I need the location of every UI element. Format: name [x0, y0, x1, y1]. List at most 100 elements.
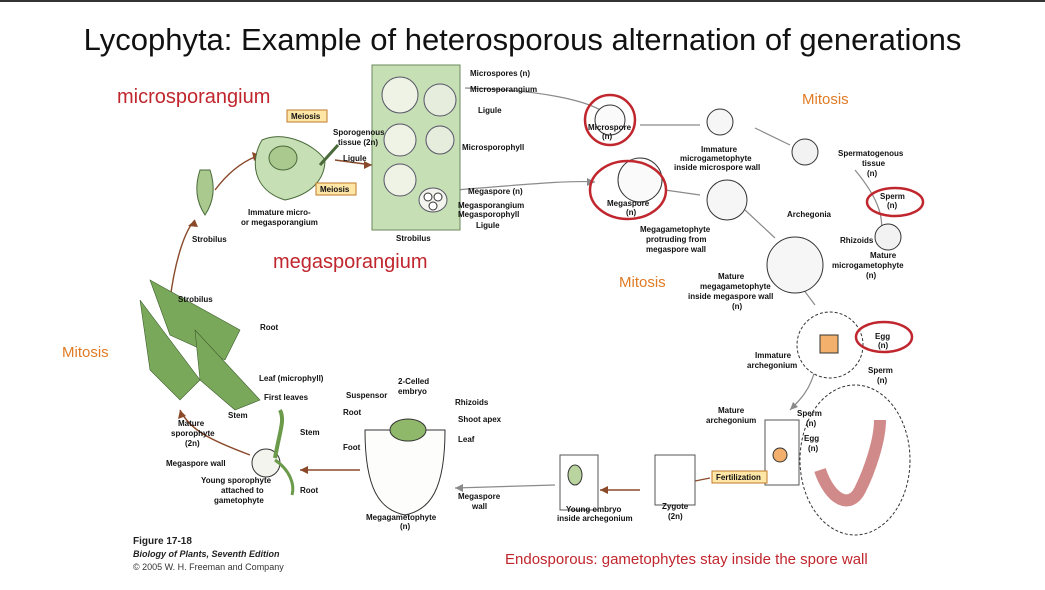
label-megaspore-n2: (n)	[626, 208, 637, 217]
label-sperm-mid: Sperm	[868, 366, 893, 375]
label-shoot-apex: Shoot apex	[458, 415, 502, 424]
label-two-celled-2: embryo	[398, 387, 427, 396]
zygote-cell	[655, 455, 695, 505]
figure-number: Figure 17-18	[133, 536, 192, 547]
label-microspore-n: (n)	[602, 132, 613, 141]
arrow-to-mature-megagametophyte	[745, 210, 775, 238]
label-spermatogenous-2: tissue	[862, 159, 886, 168]
strobilus-section	[372, 65, 460, 230]
label-root-embryo: Root	[343, 408, 362, 417]
endosporous-note: Endosporous: gametophytes stay inside th…	[505, 551, 868, 568]
mature-microgametophyte-cell	[875, 224, 901, 250]
label-mature-archegonium-1: Mature	[718, 406, 745, 415]
label-sporogenous: Sporogenous	[333, 128, 385, 137]
label-strobilus-plant: Strobilus	[178, 295, 213, 304]
annotation-microsporangium: microsporangium	[117, 86, 270, 109]
label-mature-megagametophyte-1: Mature	[718, 272, 745, 281]
label-megaspore-wall-2: wall	[471, 502, 487, 511]
label-sperm-low: Sperm	[797, 409, 822, 418]
arrow-plant-to-strobilus	[170, 220, 195, 300]
label-root-young: Root	[300, 486, 319, 495]
label-ligule-bottom: Ligule	[476, 221, 500, 230]
meiosis-label-1: Meiosis	[291, 112, 321, 121]
megagametophyte-embryo	[365, 419, 445, 515]
label-sperm-mid-n: (n)	[877, 376, 888, 385]
label-strobilus-center: Strobilus	[396, 234, 431, 243]
label-sperm-top-n: (n)	[887, 201, 898, 210]
label-stem-plant: Stem	[228, 411, 248, 420]
label-microsporophyll: Microsporophyll	[462, 143, 524, 152]
spermatogenous-cell	[792, 139, 818, 165]
meiosis-label-2: Meiosis	[320, 185, 350, 194]
label-young-sporophyte-3: gametophyte	[214, 496, 264, 505]
label-archegonia: Archegonia	[787, 210, 832, 219]
mature-megagametophyte-cell	[767, 237, 823, 293]
label-rhizoids-right: Rhizoids	[840, 236, 874, 245]
label-zygote: Zygote	[662, 502, 689, 511]
arrow-to-spermatogenous	[755, 128, 790, 145]
fertilization-label: Fertilization	[716, 473, 761, 482]
immature-microgametophyte-cell	[707, 109, 733, 135]
label-root-plant: Root	[260, 323, 279, 332]
label-young-sporophyte-2: attached to	[221, 486, 264, 495]
label-zygote-n: (2n)	[668, 512, 683, 521]
label-immature-archegonium-2: archegonium	[747, 361, 797, 370]
arrow-to-embryo	[455, 485, 555, 488]
label-leaf-microphyll: Leaf (microphyll)	[259, 374, 324, 383]
label-megagametophyte-3: megaspore wall	[646, 245, 706, 254]
arrow-strobilus-to-sporangium	[215, 155, 260, 190]
label-tissue-2n: tissue (2n)	[338, 138, 378, 147]
label-mature-sporophyte-1: Mature	[178, 419, 205, 428]
annotation-megasporangium: megasporangium	[273, 251, 428, 274]
label-mature-microgametophyte-2: microgametophyte	[832, 261, 904, 270]
label-immature-sporangium-1: Immature micro-	[248, 208, 311, 217]
immature-archegonium	[797, 312, 912, 378]
label-suspensor: Suspensor	[346, 391, 387, 400]
label-strobilus-small: Strobilus	[192, 235, 227, 244]
label-megagametophyte-2: protruding from	[646, 235, 706, 244]
label-megasporangium: Megasporangium	[458, 201, 524, 210]
label-mature-sporophyte-3: (2n)	[185, 439, 200, 448]
label-spermatogenous-1: Spermatogenous	[838, 149, 904, 158]
label-microspore: Microspore	[588, 123, 632, 132]
label-immature-sporangium-2: or megasporangium	[241, 218, 318, 227]
label-megaspore-wall-left: Megaspore wall	[166, 459, 226, 468]
megagametophyte-cell	[707, 180, 747, 220]
label-ligule-top: Ligule	[478, 106, 502, 115]
label-egg-low: Egg	[804, 434, 819, 443]
label-mature-microgametophyte-1: Mature	[870, 251, 897, 260]
label-young-embryo-2: inside archegonium	[557, 514, 633, 523]
label-mature-archegonium-2: archegonium	[706, 416, 756, 425]
label-rhizoids-embryo: Rhizoids	[455, 398, 489, 407]
book-title: Biology of Plants, Seventh Edition	[133, 549, 280, 559]
sperm-enlarged	[800, 385, 910, 535]
label-first-leaves: First leaves	[264, 393, 309, 402]
label-microsporangium: Microsporangium	[470, 85, 537, 94]
arrow-to-megagametophyte	[665, 190, 700, 195]
small-strobilus	[197, 170, 214, 215]
label-two-celled-1: 2-Celled	[398, 377, 429, 386]
label-egg-low-n: (n)	[808, 444, 819, 453]
annotation-mitosis-mid: Mitosis	[619, 274, 666, 291]
label-immature-microgametophyte-3: inside microspore wall	[674, 163, 760, 172]
label-sperm-low-n: (n)	[806, 419, 817, 428]
mature-archegonium	[765, 420, 799, 485]
label-egg-n: (n)	[878, 341, 889, 350]
label-leaf-embryo: Leaf	[458, 435, 475, 444]
label-megaspore-n: Megaspore (n)	[468, 187, 523, 196]
copyright: © 2005 W. H. Freeman and Company	[133, 562, 284, 572]
label-mature-megagametophyte-4: (n)	[732, 302, 743, 311]
label-mature-megagametophyte-2: megagametophyte	[700, 282, 771, 291]
label-foot: Foot	[343, 443, 361, 452]
label-microspores: Microspores (n)	[470, 69, 530, 78]
label-megasporophyll: Megasporophyll	[458, 210, 519, 219]
label-sperm-top: Sperm	[880, 192, 905, 201]
label-young-sporophyte-1: Young sporophyte	[201, 476, 272, 485]
label-megaspore-wall-1: Megaspore	[458, 492, 501, 501]
label-megagametophyte-bottom-n: (n)	[400, 522, 411, 531]
annotation-mitosis-top: Mitosis	[802, 91, 849, 108]
label-mature-microgametophyte-3: (n)	[866, 271, 877, 280]
label-egg: Egg	[875, 332, 890, 341]
label-megagametophyte-1: Megagametophyte	[640, 225, 711, 234]
label-megagametophyte-bottom: Megagametophyte	[366, 513, 437, 522]
